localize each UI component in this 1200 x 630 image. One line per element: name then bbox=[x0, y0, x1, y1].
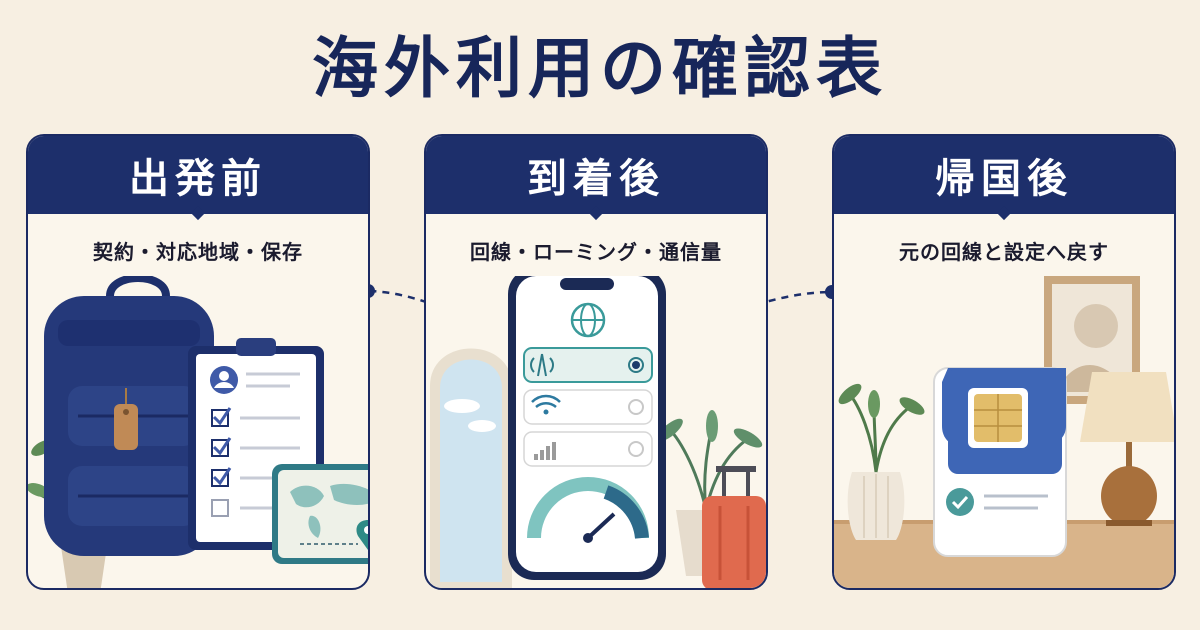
card-after-arrival: 到着後 回線・ローミング・通信量 bbox=[424, 134, 768, 590]
wifi-icon bbox=[531, 394, 561, 415]
card-heading: 帰国後 bbox=[834, 136, 1174, 214]
card-subtitle: 契約・対応地域・保存 bbox=[93, 240, 303, 264]
luggage-tag-icon bbox=[114, 388, 138, 450]
globe-icon bbox=[570, 302, 606, 338]
sim-card-icon bbox=[933, 367, 1067, 557]
window-icon bbox=[430, 348, 512, 588]
world-map-icon bbox=[272, 464, 368, 564]
scene-after-return bbox=[834, 276, 1174, 588]
antenna-icon bbox=[530, 353, 554, 377]
card-heading: 到着後 bbox=[426, 136, 766, 214]
map-pin-icon bbox=[356, 520, 368, 550]
card-subtitle: 回線・ローミング・通信量 bbox=[470, 240, 722, 264]
lamp-icon bbox=[1080, 372, 1174, 526]
check-icon bbox=[946, 488, 974, 516]
signal-bars-icon bbox=[534, 442, 556, 460]
speedometer-icon bbox=[527, 477, 649, 543]
card-before-departure: 出発前 契約・対応地域・保存 bbox=[26, 134, 370, 590]
vase-plant-icon bbox=[838, 383, 925, 540]
scene-after-arrival bbox=[430, 276, 766, 588]
card-subtitle: 元の回線と設定へ戻す bbox=[899, 240, 1109, 264]
suitcase-icon bbox=[702, 466, 766, 588]
card-after-return: 帰国後 元の回線と設定へ戻す bbox=[832, 134, 1176, 590]
user-icon bbox=[210, 366, 238, 394]
page-title: 海外利用の確認表 bbox=[312, 29, 888, 107]
card-heading: 出発前 bbox=[28, 136, 368, 214]
check-icon bbox=[211, 407, 232, 517]
smartphone-icon bbox=[508, 276, 666, 580]
scene-before-departure bbox=[28, 276, 368, 588]
